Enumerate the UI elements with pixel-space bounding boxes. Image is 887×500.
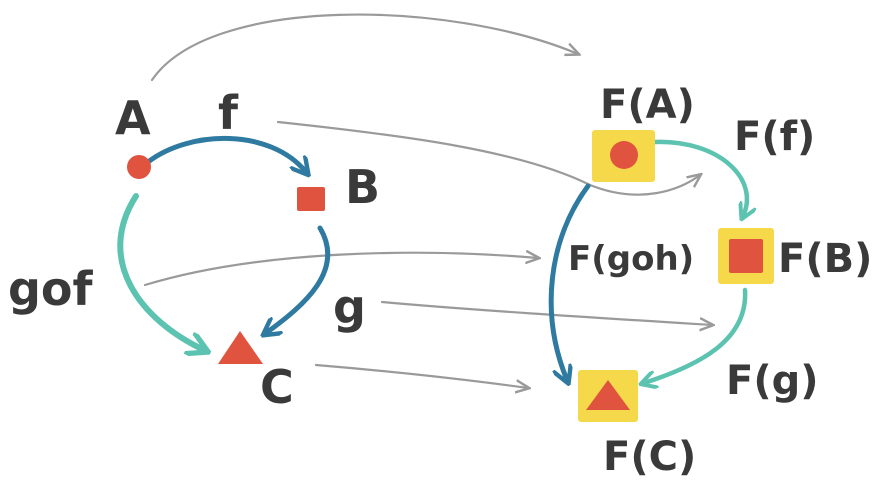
composite-gof-arrow [117,193,204,350]
object-fb-square [729,239,763,273]
label-g: g [333,280,366,334]
label-fg: F(g) [726,358,819,404]
label-gof: gof [8,262,94,316]
functor-arrow-morphism-f [276,120,700,196]
label-ff: F(f) [734,114,815,160]
label-fc: F(C) [603,434,696,480]
label-b: B [345,160,380,214]
label-a: A [115,91,151,145]
label-fb: F(B) [778,236,872,282]
morphism-g-arrow [266,225,331,333]
functor-arrow-object-a [150,13,578,82]
object-fa-dot [610,141,638,169]
object-b-square [297,187,325,211]
morphism-ff-arrow [652,139,747,216]
object-fc-triangle [586,380,630,410]
morphism-f-arrow [145,136,306,172]
functor-arrow-morphism-g [380,300,712,325]
label-fa: F(A) [600,82,695,128]
label-fgoh: F(goh) [568,239,694,279]
object-c-triangle [218,331,263,364]
label-c: C [260,360,294,414]
functor-arrow-composite [143,253,538,287]
label-f: f [218,86,239,140]
composite-fgoh-arrow [548,183,591,380]
object-a-dot [127,155,151,179]
functor-arrow-object-c [314,363,528,388]
morphism-fg-arrow [644,287,748,383]
